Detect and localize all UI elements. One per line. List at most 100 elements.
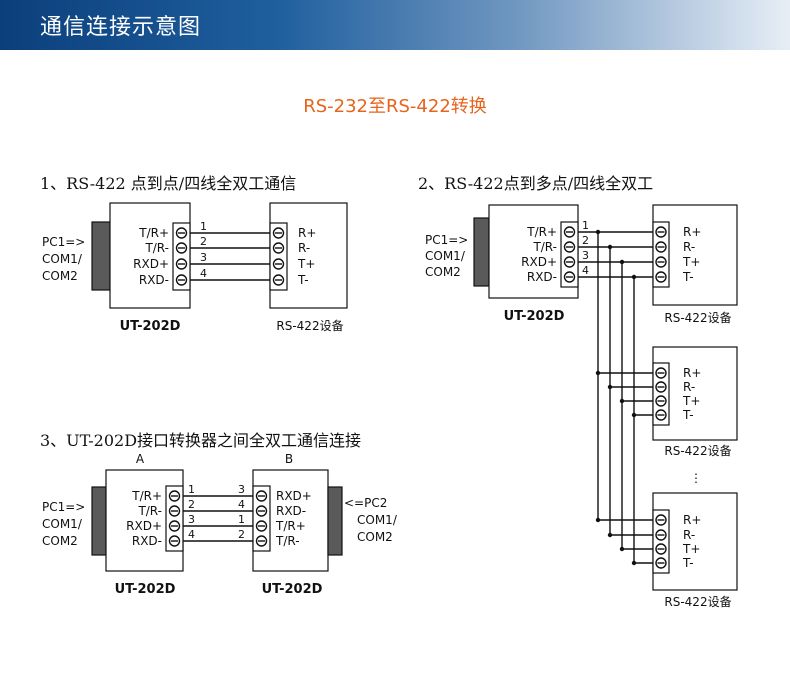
s2-device-pin-label: T+ (682, 542, 700, 556)
s3-db9-connector-b (327, 486, 343, 556)
s1-wire-number: 2 (200, 235, 207, 248)
s2-junction-dot (595, 370, 601, 376)
s2-device-terminal-block-3 (652, 509, 670, 574)
s2-com1-label: COM1/ (425, 249, 466, 263)
s3-converter-a-terminal-block (165, 485, 184, 552)
s3-box-b-label: B (285, 452, 293, 466)
s3-converter-b-terminal-block (252, 485, 271, 552)
s1-device-pin-label: R- (298, 241, 310, 255)
s3-wire-number-a: 4 (188, 528, 195, 541)
s2-device-pin-label: T- (682, 270, 694, 284)
s2-device-pin-label: R- (683, 240, 695, 254)
s2-device-terminal-block-1 (652, 221, 670, 288)
s3-converter-b-pin-label: RXD- (276, 504, 306, 518)
s1-device-pin-label: T- (297, 273, 309, 287)
s2-junction-dot (619, 546, 625, 552)
s2-junction-dot (607, 532, 613, 538)
s2-device-pin-label: T+ (682, 394, 700, 408)
s2-ellipsis: ⋮ (690, 471, 702, 485)
s1-pc1-label: PC1=> (42, 235, 85, 249)
s2-junction-dot (619, 259, 625, 265)
s3-pc1-label: PC1=> (42, 500, 85, 514)
s2-wire-number: 3 (582, 249, 589, 262)
s1-com2-label: COM2 (42, 269, 78, 283)
s2-model-label: UT-202D (504, 309, 565, 324)
header-bar: 通信连接示意图 (0, 0, 790, 50)
s3-wire-number-b: 3 (238, 483, 245, 496)
s2-converter-pin-label: T/R- (532, 240, 557, 254)
section2-title: 2、RS-422点到多点/四线全双工 (418, 174, 654, 193)
s3-converter-b-pin-label: T/R+ (275, 519, 306, 533)
section3-title: 3、UT-202D接口转换器之间全双工通信连接 (40, 431, 362, 450)
s1-device-label: RS-422设备 (276, 319, 343, 333)
s2-device-pin-label: T+ (682, 255, 700, 269)
s2-junction-dot (631, 412, 637, 418)
s3-com1-b-label: COM1/ (357, 513, 398, 527)
s1-converter-pin-label: T/R+ (138, 226, 169, 240)
s2-device-label: RS-422设备 (664, 311, 731, 325)
s2-device-terminal-block-2 (652, 362, 670, 426)
s3-box-a-label: A (136, 452, 145, 466)
s2-device-pin-label: T- (682, 408, 694, 422)
s3-wire-number-a: 1 (188, 483, 195, 496)
s2-wire-number: 1 (582, 219, 589, 232)
s2-device-label: RS-422设备 (664, 444, 731, 458)
s2-device-label: RS-422设备 (664, 595, 731, 609)
s2-junction-dot (631, 560, 637, 566)
s2-device-pin-label: R- (683, 380, 695, 394)
s3-com2-label: COM2 (42, 534, 78, 548)
s1-com1-label: COM1/ (42, 252, 83, 266)
s3-model-a-label: UT-202D (115, 582, 176, 597)
s2-junction-dot (595, 517, 601, 523)
section1-title: 1、RS-422 点到点/四线全双工通信 (40, 174, 297, 193)
s3-com1-label: COM1/ (42, 517, 83, 531)
s2-converter-pin-label: RXD+ (521, 255, 557, 269)
s1-device-pin-label: R+ (298, 226, 316, 240)
s3-wire-number-b: 2 (238, 528, 245, 541)
s3-converter-a-pin-label: RXD- (132, 534, 162, 548)
main-title: RS-232至RS-422转换 (303, 96, 487, 117)
s2-device-pin-label: T- (682, 556, 694, 570)
s1-converter-pin-label: T/R- (144, 241, 169, 255)
s3-converter-b-pin-label: RXD+ (276, 489, 312, 503)
s3-wire-number-b: 4 (238, 498, 245, 511)
s3-wire-number-b: 1 (238, 513, 245, 526)
s1-wire-number: 1 (200, 220, 207, 233)
s1-model-label: UT-202D (120, 319, 181, 334)
s2-com2-label: COM2 (425, 265, 461, 279)
s2-junction-dot (631, 274, 637, 280)
s3-converter-a-pin-label: T/R+ (131, 489, 162, 503)
s2-wire-number: 2 (582, 234, 589, 247)
s1-wire-number: 4 (200, 267, 207, 280)
s2-converter-pin-label: T/R+ (526, 225, 557, 239)
s1-device-terminal-block (269, 222, 288, 291)
s2-pc1-label: PC1=> (425, 233, 468, 247)
s3-db9-connector-a (91, 486, 107, 556)
s2-converter-pin-label: RXD- (527, 270, 557, 284)
s3-com2-b-label: COM2 (357, 530, 393, 544)
s3-model-b-label: UT-202D (262, 582, 323, 597)
s3-converter-b-pin-label: T/R- (275, 534, 300, 548)
s1-converter-terminal-block (172, 222, 191, 291)
s1-converter-pin-label: RXD+ (133, 257, 169, 271)
s2-junction-dot (619, 398, 625, 404)
s2-device-pin-label: R+ (683, 366, 701, 380)
s2-device-pin-label: R- (683, 528, 695, 542)
s2-junction-dot (607, 244, 613, 250)
s3-wire-number-a: 3 (188, 513, 195, 526)
s1-converter-pin-label: RXD- (139, 273, 169, 287)
header-title: 通信连接示意图 (40, 15, 202, 40)
s3-pc2-label: <=PC2 (344, 496, 387, 510)
s3-converter-a-pin-label: RXD+ (126, 519, 162, 533)
s2-device-pin-label: R+ (683, 225, 701, 239)
s2-junction-dot (595, 229, 601, 235)
s2-db9-connector (473, 217, 490, 287)
s2-converter-terminal-block (560, 221, 579, 288)
s2-junction-dot (607, 384, 613, 390)
s3-converter-a-pin-label: T/R- (137, 504, 162, 518)
s3-wire-number-a: 2 (188, 498, 195, 511)
s1-db9-connector (91, 221, 111, 291)
s1-wire-number: 3 (200, 251, 207, 264)
s2-device-pin-label: R+ (683, 513, 701, 527)
s1-device-pin-label: T+ (297, 257, 315, 271)
